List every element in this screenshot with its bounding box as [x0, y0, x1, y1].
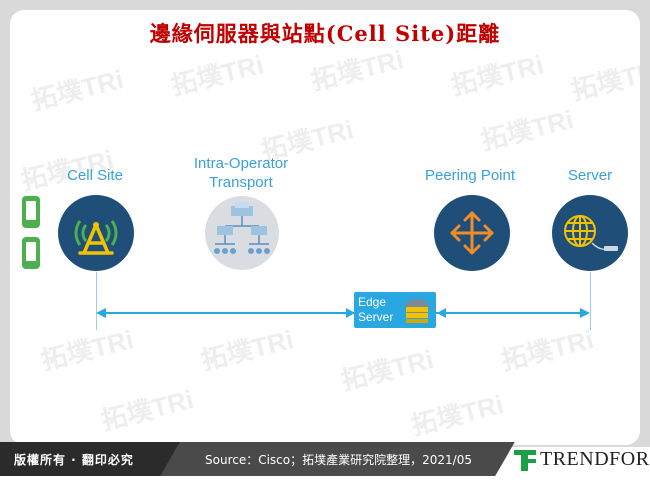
- watermark: 拓墣TRi: [38, 324, 137, 376]
- phone-icon: [22, 196, 40, 228]
- copyright-text: 版權所有 · 翻印必究: [14, 453, 134, 467]
- phone-icon: [22, 237, 40, 269]
- watermark: 拓墣TRi: [338, 344, 437, 396]
- network-topology-icon: [214, 202, 270, 254]
- transport-label: Intra-Operator Transport: [193, 155, 289, 191]
- page-title: 邊緣伺服器與站點(Cell Site)距離: [149, 21, 501, 46]
- server-guide-line: [590, 272, 591, 330]
- arrow-right-icon: [346, 308, 355, 318]
- transport-icon: [205, 196, 279, 270]
- source-text: Source：Cisco；拓墣產業研究院整理，2021/05: [205, 453, 472, 467]
- watermark: 拓墣TRi: [168, 49, 267, 101]
- peering-point-label: Peering Point: [424, 167, 516, 184]
- watermark: 拓墣TRi: [198, 324, 297, 376]
- server-icon: [552, 195, 628, 271]
- watermark: 拓墣TRi: [568, 54, 640, 106]
- trendforce-logo-icon: [514, 450, 536, 471]
- cell-site-guide-line: [96, 272, 97, 330]
- arrow-left-icon: [96, 308, 106, 318]
- distance-line-right: [436, 312, 582, 314]
- brand-name: TRENDFORCE: [540, 448, 650, 470]
- footer-left-band: [0, 442, 190, 476]
- peering-point-icon: [434, 195, 510, 271]
- watermark: 拓墣TRi: [28, 64, 127, 116]
- four-way-arrows-icon: [450, 211, 494, 255]
- watermark: 拓墣TRi: [408, 389, 507, 441]
- cell-site-label: Cell Site: [67, 167, 123, 184]
- cell-site-icon: [58, 195, 134, 271]
- edge-server-label-line2: Server: [358, 310, 394, 324]
- cell-tower-icon: [74, 220, 118, 255]
- arrow-right-icon: [580, 308, 590, 318]
- arrow-left-icon: [437, 308, 446, 318]
- distance-line-left: [104, 312, 354, 314]
- watermark: 拓墣TRi: [498, 324, 597, 376]
- edge-server-box: Edge Server: [354, 292, 436, 328]
- edge-server-icon: [405, 299, 429, 323]
- watermark: 拓墣TRi: [448, 49, 547, 101]
- server-label: Server: [567, 167, 613, 184]
- watermark: 拓墣TRi: [478, 104, 577, 156]
- edge-server-label-line1: Edge: [358, 295, 387, 309]
- watermark: 拓墣TRi: [98, 384, 197, 436]
- globe-icon: [564, 215, 618, 251]
